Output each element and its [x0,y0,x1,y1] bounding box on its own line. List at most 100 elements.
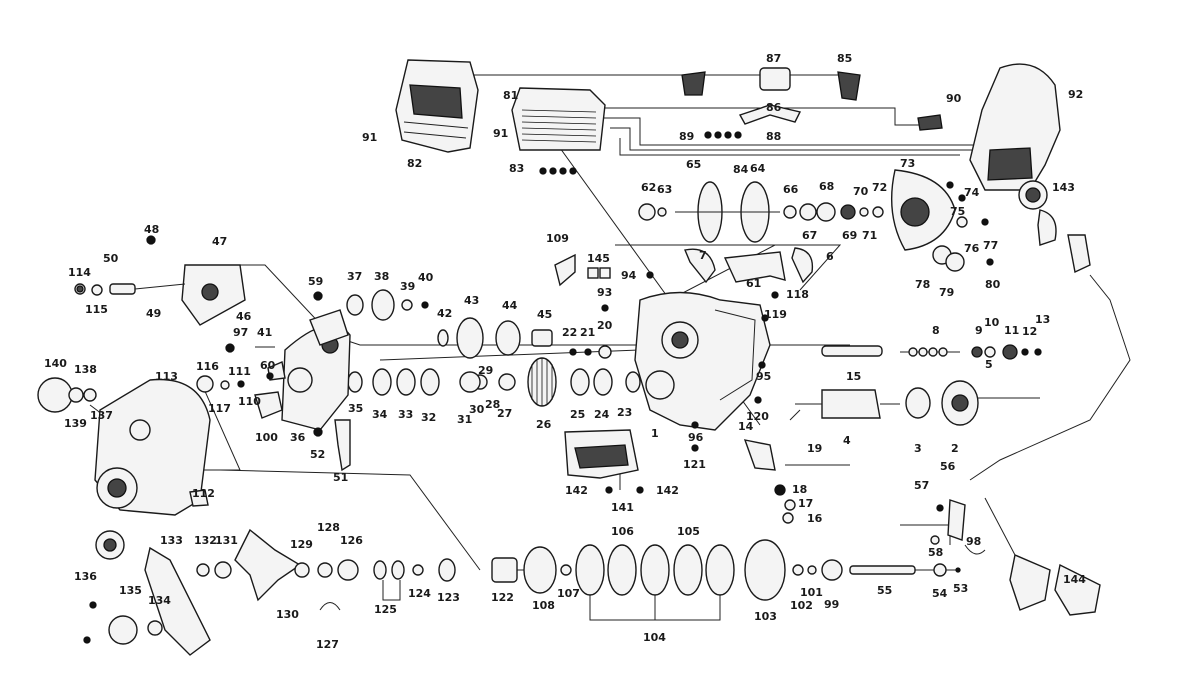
part-label: 34 [372,408,388,421]
part-label: 32 [421,411,436,424]
part-label: 44 [502,299,518,312]
part-label: 45 [537,308,552,321]
part-label: 65 [686,158,701,171]
part-label: 72 [872,181,887,194]
part-label: 1 [651,427,659,440]
part-label: 120 [746,410,769,423]
part-label: 116 [196,360,219,373]
part-label: 53 [953,582,968,595]
part-label: 73 [900,157,915,170]
part-label: 113 [155,370,178,383]
part-label: 39 [400,280,415,293]
part-label: 63 [657,183,672,196]
part-label: 102 [790,599,813,612]
part-label: 9 [975,324,983,337]
part-label: 69 [842,229,857,242]
part-label: 138 [74,363,97,376]
part-label: 6 [826,250,834,263]
part-label: 126 [340,534,363,547]
part-label: 48 [144,223,159,236]
part-label: 57 [914,479,929,492]
part-label: 46 [236,310,252,323]
part-label: 23 [617,406,632,419]
part-label: 55 [877,584,892,597]
part-label: 71 [862,229,877,242]
part-label: 58 [928,546,943,559]
part-label: 110 [238,395,261,408]
part-label: 79 [939,286,954,299]
part-label: 105 [677,525,700,538]
part-label: 24 [594,408,610,421]
part-label: 94 [621,269,637,282]
part-label: 18 [792,483,807,496]
part-label: 122 [491,591,514,604]
part-label: 62 [641,181,656,194]
part-label: 59 [308,275,323,288]
part-label: 35 [348,402,363,415]
part-label: 47 [212,235,227,248]
part-label: 25 [570,408,585,421]
part-label: 118 [786,288,809,301]
part-label: 22 [562,326,577,339]
part-label: 134 [148,594,171,607]
part-label: 20 [597,319,613,332]
part-label: 91 [362,131,377,144]
part-label: 54 [932,587,948,600]
part-label: 130 [276,608,299,621]
part-label: 114 [68,266,91,279]
part-label: 3 [914,442,922,455]
part-label: 41 [257,326,272,339]
part-label: 103 [754,610,777,623]
part-label: 107 [557,587,580,600]
part-label: 101 [800,586,823,599]
part-label: 19 [807,442,822,455]
part-label: 109 [546,232,569,245]
part-label: 123 [437,591,460,604]
part-label: 121 [683,458,706,471]
part-label: 136 [74,570,97,583]
part-label: 119 [764,308,787,321]
part-label: 4 [843,434,851,447]
part-label: 61 [746,277,761,290]
part-label: 36 [290,431,306,444]
part-label: 98 [966,535,981,548]
part-label: 115 [85,303,108,316]
part-label: 2 [951,442,959,455]
part-label: 12 [1022,325,1037,338]
part-label: 16 [807,512,823,525]
part-label: 26 [536,418,552,431]
part-label: 64 [750,162,766,175]
part-label: 10 [984,316,1000,329]
part-label: 86 [766,101,782,114]
part-label: 137 [90,409,113,422]
part-label: 117 [208,402,231,415]
part-label: 143 [1052,181,1075,194]
part-label: 100 [255,431,278,444]
part-label: 70 [853,185,869,198]
part-label: 31 [457,413,472,426]
part-label: 111 [228,365,251,378]
part-label: 13 [1035,313,1050,326]
part-label: 135 [119,584,142,597]
part-label: 21 [580,326,595,339]
part-label: 30 [469,403,485,416]
part-label: 80 [985,278,1001,291]
part-label: 124 [408,587,431,600]
part-label: 91 [493,127,508,140]
part-label: 8 [932,324,940,337]
part-label: 78 [915,278,930,291]
part-label: 5 [985,358,993,371]
parts-drawings [37,59,1101,656]
part-label: 139 [64,417,87,430]
part-labels: 1 2 3 4 5 6 7 8 9 10 11 12 13 14 15 16 1… [44,52,1086,651]
part-label: 43 [464,294,479,307]
part-label: 75 [950,205,965,218]
part-label: 125 [374,603,397,616]
part-label: 106 [611,525,634,538]
part-label: 51 [333,471,348,484]
part-label: 99 [824,598,839,611]
part-label: 15 [846,370,861,383]
part-label: 93 [597,286,612,299]
part-label: 133 [160,534,183,547]
